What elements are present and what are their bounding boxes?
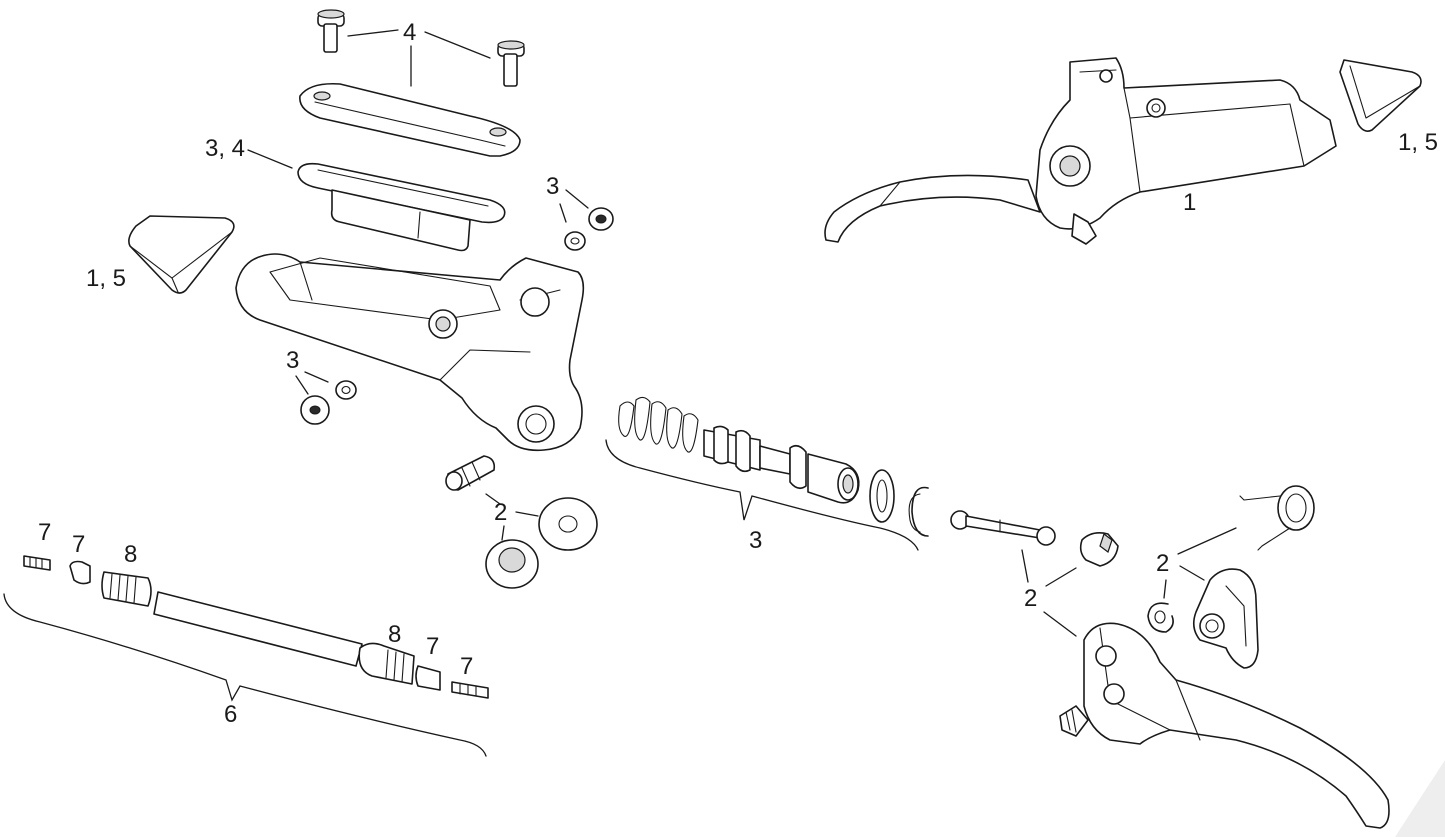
label-olive-left-b: 7 bbox=[72, 531, 85, 558]
label-assembly: 1 bbox=[1183, 189, 1196, 216]
piston-spring bbox=[618, 396, 699, 453]
label-barb-right: 8 bbox=[388, 621, 401, 648]
lever-body bbox=[235, 253, 585, 452]
label-seal-upper: 3 bbox=[546, 173, 559, 200]
label-cover-left: 1, 5 bbox=[86, 265, 126, 292]
cover-left bbox=[128, 215, 235, 294]
hose-olive-left-b bbox=[69, 560, 91, 585]
hose-barb-right bbox=[358, 642, 415, 685]
hose-tube bbox=[153, 591, 363, 667]
label-reservoir-cap: 3, 4 bbox=[205, 135, 245, 162]
label-cover-right: 1, 5 bbox=[1398, 129, 1438, 156]
hose-olive-right-a bbox=[415, 665, 441, 691]
label-olive-right-a: 7 bbox=[426, 633, 439, 660]
reservoir-cover bbox=[299, 82, 521, 157]
bushing-washers bbox=[485, 497, 598, 589]
top-bolt-right bbox=[497, 40, 525, 87]
bushing-pin bbox=[445, 455, 496, 491]
hose-olive-right-b bbox=[451, 681, 489, 699]
label-olive-left-a: 7 bbox=[38, 519, 51, 546]
brace-hose bbox=[3, 593, 487, 757]
seal-lower bbox=[300, 380, 357, 425]
brace-piston bbox=[605, 439, 919, 551]
top-bolt-left bbox=[317, 9, 345, 53]
label-barb-left: 8 bbox=[124, 541, 137, 568]
hose-olive-left-a bbox=[23, 555, 51, 571]
cover-right bbox=[1339, 59, 1422, 132]
return-spring bbox=[1239, 485, 1315, 551]
spring-clip bbox=[1147, 602, 1174, 633]
label-olive-right-b: 7 bbox=[460, 653, 473, 680]
reservoir-diaphragm bbox=[297, 162, 506, 252]
label-seal-lower: 3 bbox=[286, 347, 299, 374]
watermark-stripe bbox=[1395, 760, 1445, 837]
label-bolts: 4 bbox=[403, 19, 416, 46]
lever-assembly bbox=[824, 57, 1337, 245]
piston bbox=[703, 425, 860, 504]
seal-upper bbox=[564, 207, 614, 251]
label-piston-group: 3 bbox=[749, 527, 762, 554]
label-pivot-group: 2 bbox=[1024, 585, 1037, 612]
hose-barb-left bbox=[101, 571, 152, 607]
label-spring-group: 2 bbox=[1156, 550, 1169, 577]
piston-seals bbox=[869, 469, 929, 537]
label-bushing: 2 bbox=[494, 499, 507, 526]
label-hose-group: 6 bbox=[224, 701, 237, 728]
pivot-cap bbox=[1079, 532, 1119, 567]
push-rod bbox=[950, 510, 1056, 546]
cam-link bbox=[1192, 568, 1259, 669]
lever-blade-lower bbox=[1059, 622, 1390, 829]
